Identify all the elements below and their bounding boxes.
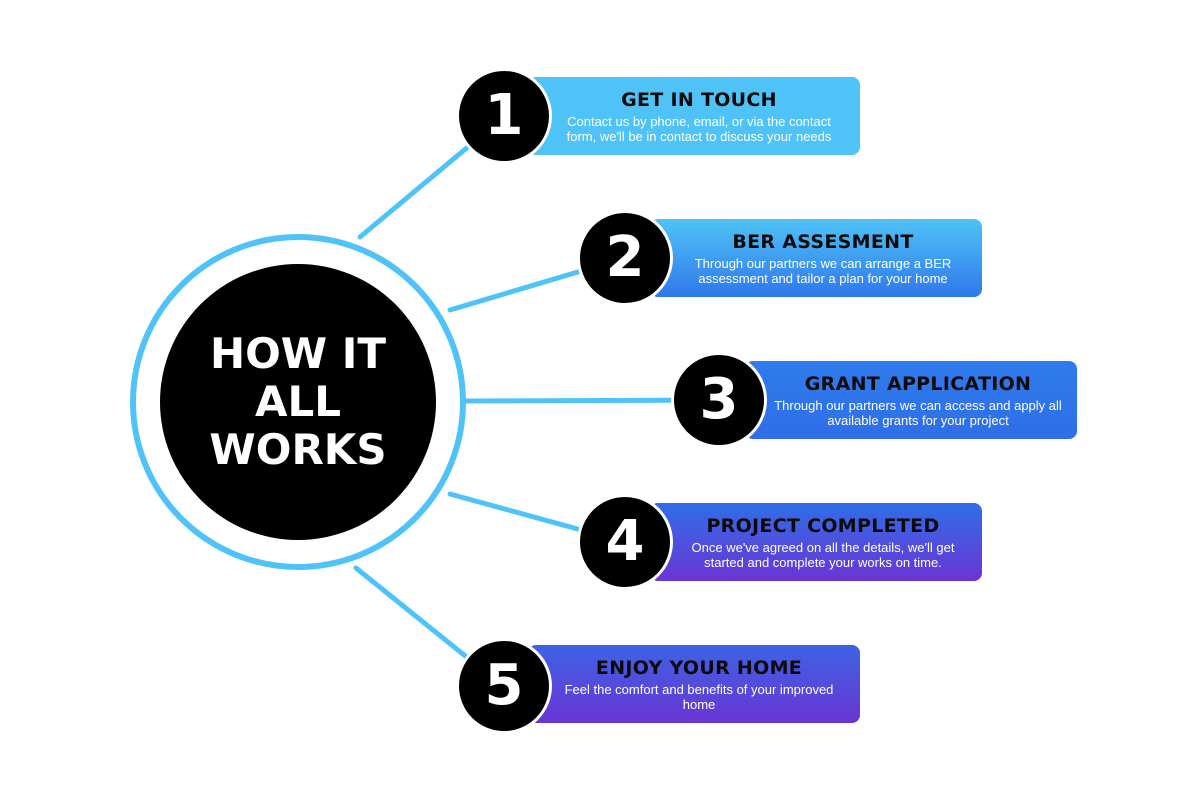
step-badge-4: 4 [577,494,673,590]
step-number: 4 [605,509,645,574]
hub-title: HOW IT ALL WORKS [209,329,387,474]
step-card-enjoy-your-home: ENJOY YOUR HOME Feel the comfort and ben… [528,645,860,723]
step-number: 2 [605,225,645,290]
step-number: 1 [484,83,524,148]
step-card-project-completed: PROJECT COMPLETED Once we've agreed on a… [650,503,982,581]
step-card-grant-application: GRANT APPLICATION Through our partners w… [745,361,1077,439]
step-number: 5 [484,653,524,718]
hub-ring [130,234,466,570]
step-description: Through our partners we can access and a… [774,397,1062,428]
step-title: GRANT APPLICATION [804,372,1032,395]
step-title: BER ASSESMENT [732,230,914,253]
step-description: Through our partners we can arrange a BE… [694,255,952,286]
step-description: Feel the comfort and benefits of your im… [564,681,834,712]
step-description: Once we've agreed on all the details, we… [691,539,955,570]
step-number: 3 [699,367,739,432]
step-badge-1: 1 [456,68,552,164]
step-badge-5: 5 [456,638,552,734]
step-badge-3: 3 [671,352,767,448]
step-card-get-in-touch: GET IN TOUCH Contact us by phone, email,… [528,77,860,155]
hub-circle: HOW IT ALL WORKS [160,264,436,540]
step-badge-2: 2 [577,210,673,306]
step-title: GET IN TOUCH [621,88,777,111]
step-description: Contact us by phone, email, or via the c… [566,113,832,144]
step-title: ENJOY YOUR HOME [595,656,803,679]
step-card-ber-assesment: BER ASSESMENT Through our partners we ca… [650,219,982,297]
step-title: PROJECT COMPLETED [706,514,940,537]
